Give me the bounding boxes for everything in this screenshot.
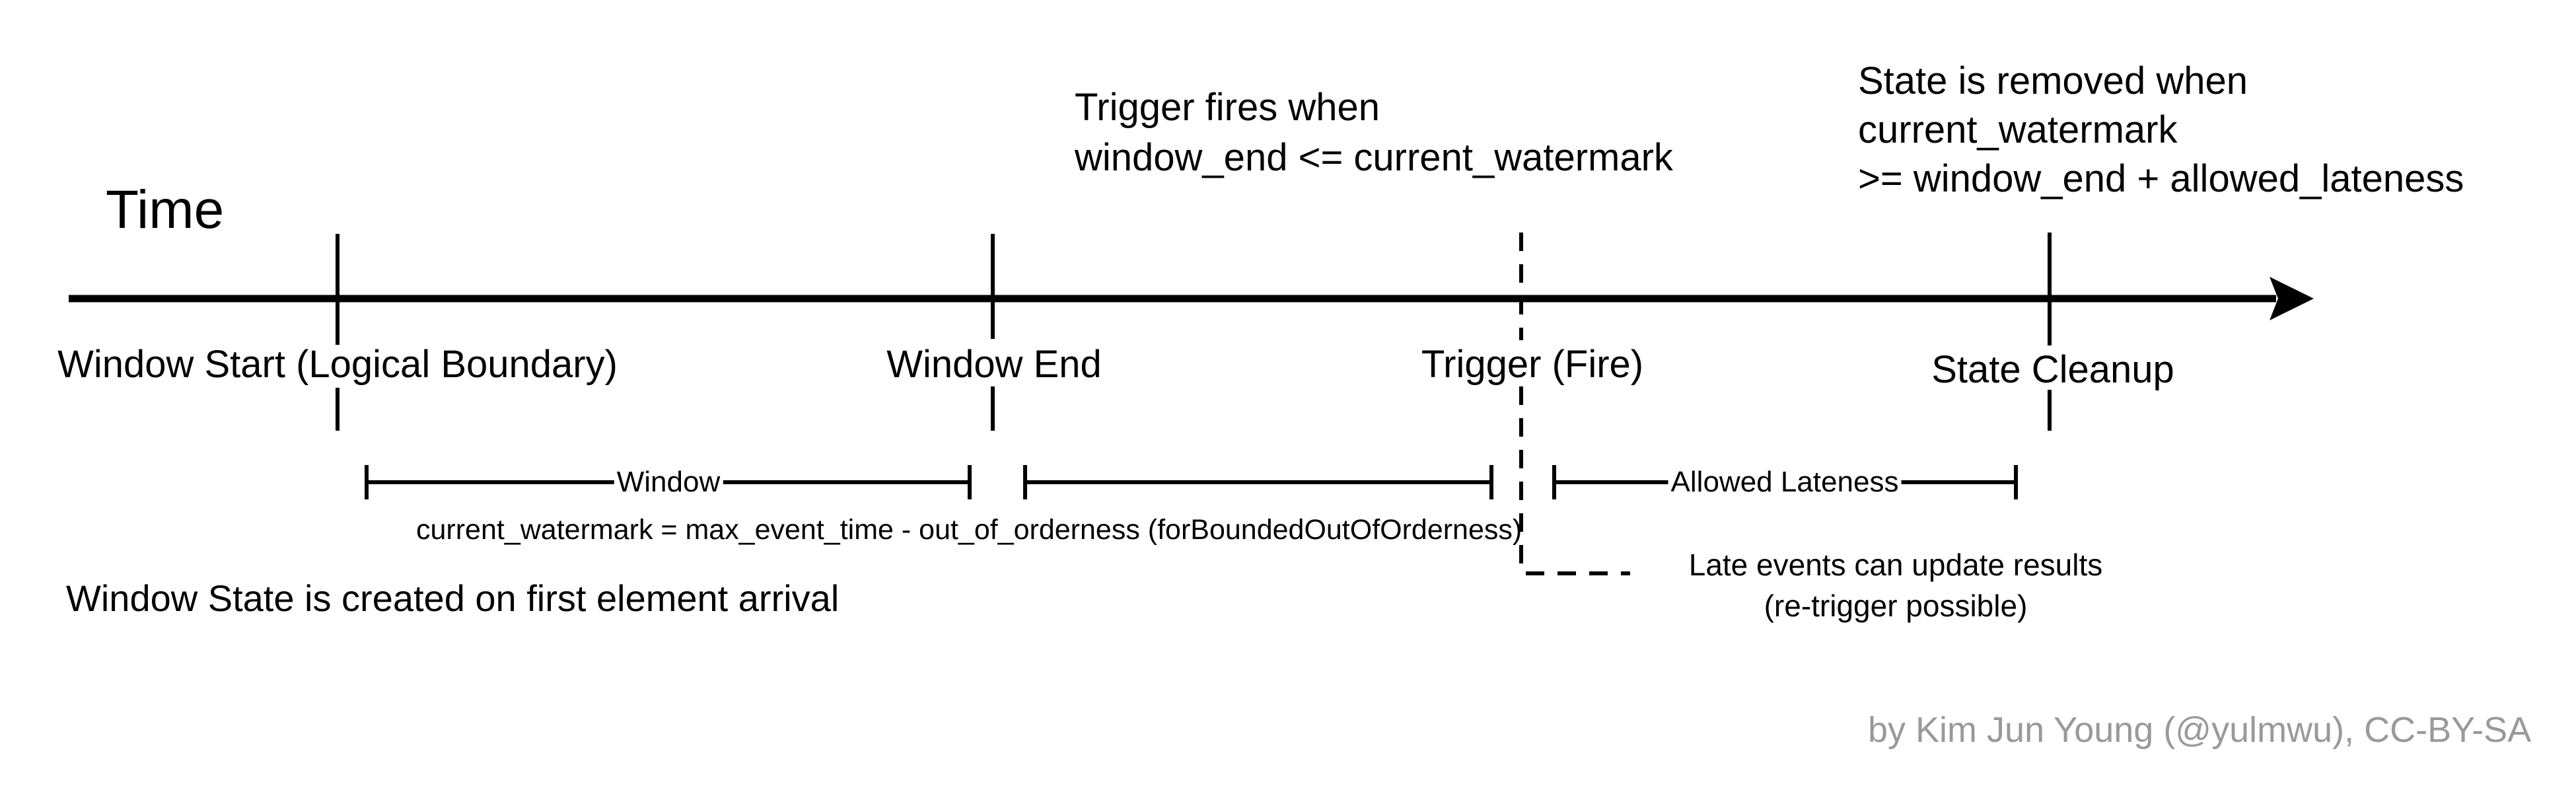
trigger-fires-note-line1: Trigger fires when bbox=[1075, 86, 1380, 129]
allowed-lateness-span-label: Allowed Lateness bbox=[1668, 466, 1902, 499]
trigger-fires-note: Trigger fires when window_end <= current… bbox=[1075, 83, 1673, 183]
window-state-note: Window State is created on first element… bbox=[66, 577, 840, 619]
marker-label-window-start: Window Start (Logical Boundary) bbox=[57, 343, 618, 386]
marker-label-state-cleanup: State Cleanup bbox=[1931, 348, 2174, 391]
timeline-arrowhead-icon bbox=[2270, 277, 2314, 320]
state-removed-note-line3: >= window_end + allowed_lateness bbox=[1858, 157, 2464, 200]
window-span-label: Window bbox=[614, 466, 723, 499]
trigger-fires-note-line2: window_end <= current_watermark bbox=[1075, 136, 1673, 179]
state-removed-note-line2: current_watermark bbox=[1858, 108, 2178, 151]
state-removed-note-line1: State is removed when bbox=[1858, 59, 2248, 102]
late-events-note-line1: Late events can update results bbox=[1688, 548, 2103, 582]
time-axis-title: Time bbox=[106, 180, 225, 240]
attribution-credit: by Kim Jun Young (@yulmwu), CC-BY-SA bbox=[1868, 710, 2532, 750]
late-events-note: Late events can update results (re-trigg… bbox=[1689, 544, 2103, 626]
watermark-formula: current_watermark = max_event_time - out… bbox=[416, 514, 1522, 546]
state-removed-note: State is removed when current_watermark … bbox=[1858, 57, 2464, 203]
late-events-note-line2: (re-trigger possible) bbox=[1764, 589, 2028, 623]
marker-label-trigger: Trigger (Fire) bbox=[1421, 343, 1644, 386]
marker-label-window-end: Window End bbox=[886, 343, 1102, 386]
